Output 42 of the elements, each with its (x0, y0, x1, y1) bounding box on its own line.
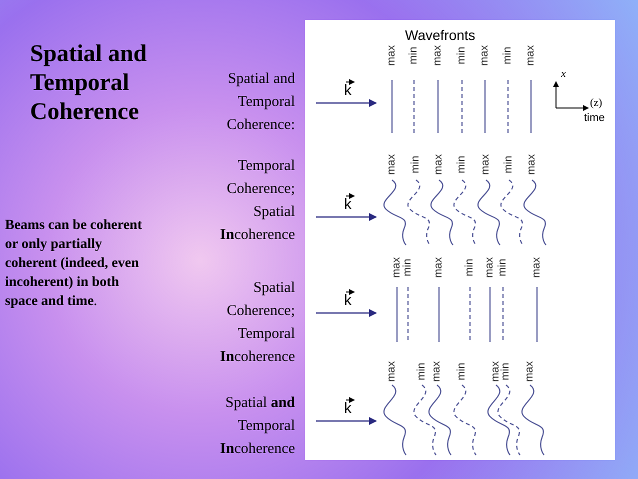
wavefront-label: min (456, 46, 468, 66)
wavefront-label: max (386, 360, 398, 384)
wavefront-label: max (434, 256, 444, 280)
wavefront-label: min (502, 46, 514, 66)
wavefront-label: max (524, 360, 536, 384)
wavefront-label: max (432, 360, 442, 384)
axis-label: time (584, 112, 605, 124)
wavefront-label: max (480, 153, 492, 176)
row-label: Spatial Coherence; Temporal Incoherence (219, 279, 295, 367)
wavefront-label: min (416, 362, 428, 382)
wavefront-label: max (434, 153, 444, 176)
wavefront-label: min (456, 362, 468, 382)
wavefront-label: min (402, 258, 414, 278)
wavefront-label: max (432, 44, 444, 68)
wavefront-label: min (410, 154, 422, 176)
vector-symbol: k (344, 401, 352, 416)
slide-title: Spatial and Temporal Coherence (30, 40, 148, 127)
wavefront-label: max (386, 44, 398, 68)
row-label: Temporal Coherence; Spatial Incoherence (219, 157, 295, 245)
vector-symbol: k (344, 83, 352, 98)
wavefront-label: min (456, 154, 468, 176)
wavefront-label: max (386, 153, 398, 176)
wavefront-label: max (526, 44, 536, 68)
row-label: Spatial and Temporal Coherence: (226, 70, 295, 135)
wavefront-label: max (484, 256, 496, 280)
row-label: Spatial and Temporal Incoherence (219, 394, 295, 459)
wavefront-label: min (498, 258, 508, 278)
wavefront-label: max (490, 360, 502, 384)
axis-label: x (561, 68, 566, 80)
wavefront-label: min (504, 154, 514, 176)
panel-heading: Wavefronts (405, 27, 476, 43)
wavefront-label: max (526, 153, 538, 176)
wavefront-label: min (464, 258, 476, 278)
vector-symbol: k (344, 293, 352, 308)
wavefront-label: max (532, 256, 542, 280)
wavefront-label: max (392, 256, 402, 280)
vector-symbol: k (344, 197, 352, 212)
wavefront-label: min (408, 46, 420, 66)
wavefront-label: max (480, 44, 490, 68)
wavefront-label: min (500, 362, 512, 382)
axis-label: (z) (590, 97, 602, 109)
description-paragraph: Beams can be coherent or only partially coherent (indeed, even incoherent) in both space and time. (5, 217, 143, 311)
